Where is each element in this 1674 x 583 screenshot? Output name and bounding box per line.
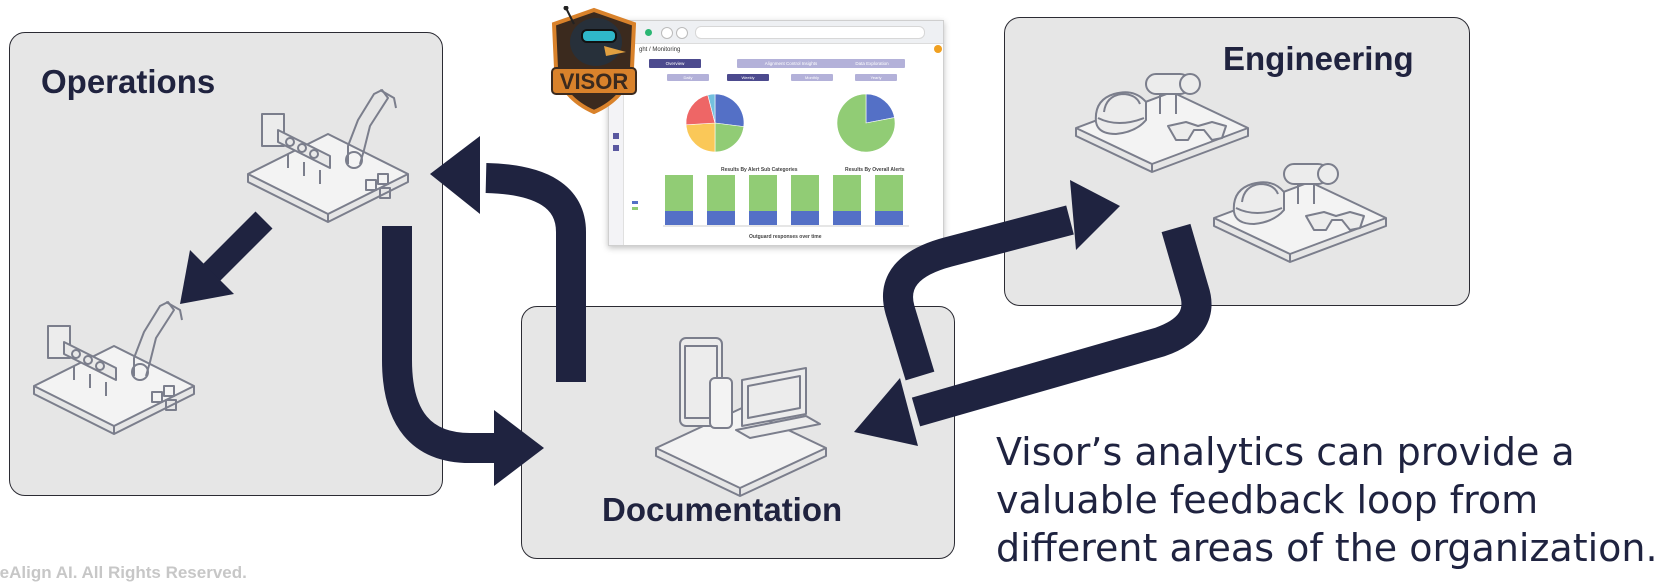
period-tab[interactable]: Daily (667, 74, 709, 81)
browser-bar (609, 21, 943, 44)
legend-swatch (632, 207, 638, 210)
logo-beak (604, 46, 626, 56)
engineering-title: Engineering (1223, 40, 1414, 77)
pie-slice (707, 93, 716, 124)
pie-slice (714, 93, 745, 127)
dashboard-tab[interactable]: Data Exploration (839, 59, 905, 68)
documentation-title: Documentation (602, 491, 843, 528)
dashboard-screenshot: ght / Monitoring Overview Alignment Contr… (608, 20, 944, 246)
legend-swatch (632, 201, 638, 204)
operations-box: Operations (9, 32, 443, 496)
back-icon (661, 27, 673, 39)
operations-title: Operations (41, 63, 216, 100)
notification-icon (934, 45, 942, 53)
address-bar (695, 26, 925, 39)
bar-chart-title-1: Results By Alert Sub Categories (721, 167, 798, 173)
pie-slice (836, 93, 896, 153)
bar-segment (875, 211, 903, 225)
engineering-box: Engineering (1004, 17, 1470, 306)
bar-segment (749, 175, 777, 211)
logo-antenna (565, 7, 575, 25)
copyright-footer: teAlign AI. All Rights Reserved. (0, 563, 247, 582)
pie-slice (714, 122, 745, 153)
period-tab[interactable]: Weekly (727, 74, 769, 81)
logo-banner (551, 67, 637, 95)
sidebar-icon (613, 145, 619, 151)
dashboard-sidebar (609, 61, 624, 245)
period-tab[interactable]: Yearly (855, 74, 897, 81)
bar-segment (791, 211, 819, 225)
dashboard-tab[interactable]: Alignment Control Insights (737, 59, 845, 68)
caption: Visor’s analytics can provide a valuable… (996, 428, 1666, 572)
dashboard-charts (632, 93, 909, 227)
bar-segment (665, 211, 693, 225)
documentation-box: Documentation (521, 306, 955, 559)
bar-segment (707, 175, 735, 211)
dashboard-tab[interactable]: Overview (649, 59, 701, 68)
pie-slice (685, 122, 716, 153)
logo-visor-goggle (581, 29, 617, 43)
pie-slice (865, 93, 895, 124)
bar-segment (749, 211, 777, 225)
caption-line: valuable feedback loop from (996, 478, 1539, 522)
pie-slice (685, 94, 716, 126)
bar-segment (791, 175, 819, 211)
caption-line: different areas of the organization. (996, 526, 1658, 570)
period-tab[interactable]: Monthly (791, 74, 833, 81)
x-axis-label: Outguard responses over time (749, 234, 822, 240)
visor-logo: VISOR (551, 6, 637, 114)
bar-segment (665, 175, 693, 211)
dashboard-breadcrumb: ght / Monitoring (639, 47, 681, 53)
forward-icon (676, 27, 688, 39)
caption-line: Visor’s analytics can provide a (996, 430, 1575, 474)
bar-segment (707, 211, 735, 225)
status-dot (645, 29, 652, 36)
bar-segment (875, 175, 903, 211)
bar-segment (833, 175, 861, 211)
sidebar-icon (613, 133, 619, 139)
logo-text: VISOR (560, 69, 629, 94)
bar-segment (833, 211, 861, 225)
bar-chart-title-2: Results By Overall Alerts (845, 167, 905, 173)
